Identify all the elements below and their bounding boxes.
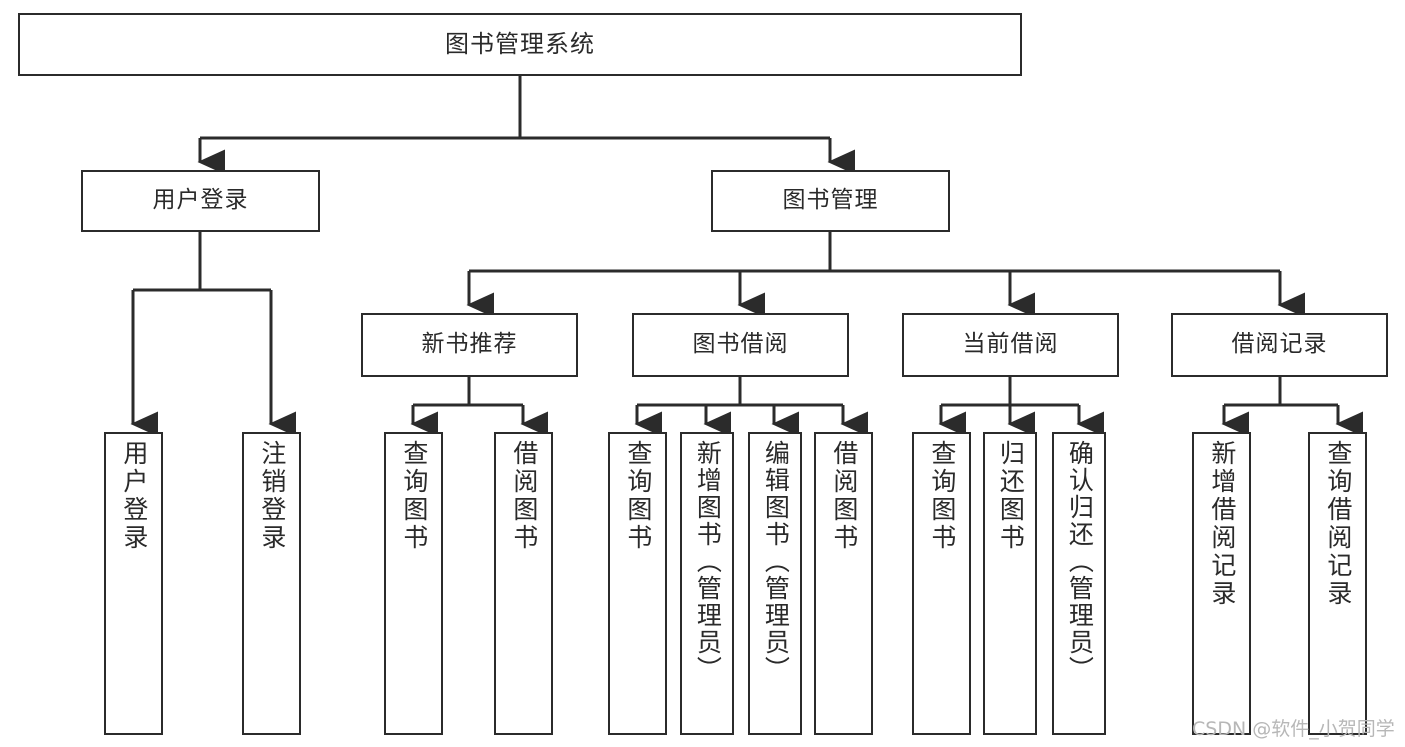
node-book-manage-label: 图书管理 — [782, 187, 879, 214]
node-new-book-rec-label: 新书推荐 — [421, 331, 518, 358]
node-leaf-user-logout[interactable]: 注销登录 — [242, 432, 301, 735]
node-leaf-cur-query[interactable]: 查询图书 — [912, 432, 971, 735]
node-leaf-borrow-lend-label: 借阅图书 — [829, 440, 859, 552]
node-leaf-borrow-add-label: 新增图书（管理员） — [693, 440, 723, 683]
node-root-system[interactable]: 图书管理系统 — [18, 13, 1022, 76]
node-borrow-record[interactable]: 借阅记录 — [1171, 313, 1388, 377]
node-leaf-borrow-edit[interactable]: 编辑图书（管理员） — [748, 432, 802, 735]
node-leaf-rec-query2[interactable]: 查询借阅记录 — [1308, 432, 1367, 735]
node-borrow-record-label: 借阅记录 — [1231, 331, 1328, 358]
node-leaf-user-login-label: 用户登录 — [119, 440, 149, 552]
node-new-book-rec[interactable]: 新书推荐 — [361, 313, 578, 377]
node-leaf-rec-borrow-label: 借阅图书 — [509, 440, 539, 552]
node-leaf-user-login[interactable]: 用户登录 — [104, 432, 163, 735]
node-book-borrow[interactable]: 图书借阅 — [632, 313, 849, 377]
node-leaf-cur-confirm[interactable]: 确认归还（管理员） — [1052, 432, 1106, 735]
node-leaf-rec-query[interactable]: 查询图书 — [384, 432, 443, 735]
node-leaf-rec-add-label: 新增借阅记录 — [1207, 440, 1237, 608]
node-leaf-borrow-query[interactable]: 查询图书 — [608, 432, 667, 735]
node-leaf-user-logout-label: 注销登录 — [257, 440, 287, 552]
node-leaf-rec-add[interactable]: 新增借阅记录 — [1192, 432, 1251, 735]
node-user-login[interactable]: 用户登录 — [81, 170, 320, 232]
csdn-watermark: CSDN @软件_小贺同学 — [1192, 718, 1395, 740]
node-leaf-borrow-edit-label: 编辑图书（管理员） — [761, 440, 791, 683]
node-leaf-cur-query-label: 查询图书 — [927, 440, 957, 552]
node-leaf-rec-borrow[interactable]: 借阅图书 — [494, 432, 553, 735]
node-current-borrow[interactable]: 当前借阅 — [902, 313, 1119, 377]
node-leaf-rec-query2-label: 查询借阅记录 — [1323, 440, 1353, 608]
node-current-borrow-label: 当前借阅 — [962, 331, 1059, 358]
node-leaf-cur-return[interactable]: 归还图书 — [983, 432, 1037, 735]
node-user-login-label: 用户登录 — [152, 187, 249, 214]
node-leaf-borrow-query-label: 查询图书 — [623, 440, 653, 552]
node-leaf-borrow-add[interactable]: 新增图书（管理员） — [680, 432, 734, 735]
node-book-manage[interactable]: 图书管理 — [711, 170, 950, 232]
node-root-label: 图书管理系统 — [445, 30, 595, 59]
node-leaf-cur-confirm-label: 确认归还（管理员） — [1065, 440, 1095, 683]
node-leaf-cur-return-label: 归还图书 — [996, 440, 1026, 552]
node-leaf-borrow-lend[interactable]: 借阅图书 — [814, 432, 873, 735]
node-book-borrow-label: 图书借阅 — [692, 331, 789, 358]
node-leaf-rec-query-label: 查询图书 — [399, 440, 429, 552]
